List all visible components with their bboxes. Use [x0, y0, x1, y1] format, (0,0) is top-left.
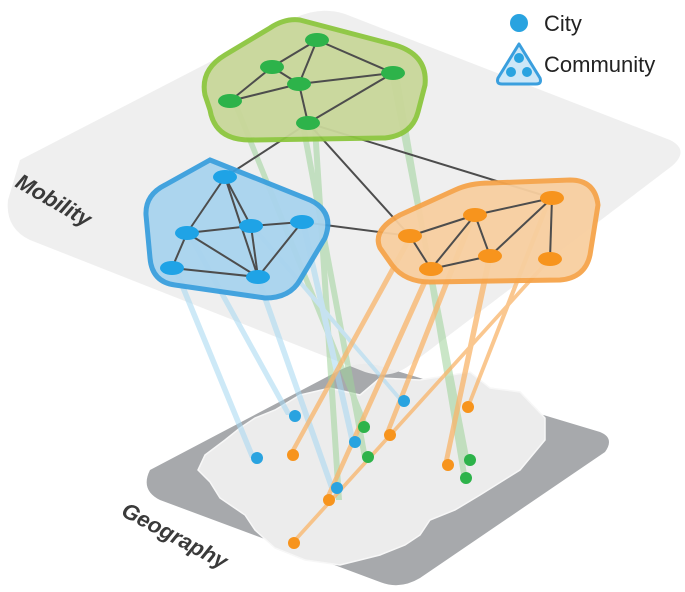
legend-community-icon [496, 42, 542, 86]
city-node [290, 215, 314, 229]
community-orange [375, 177, 601, 285]
city-node [463, 208, 487, 222]
map-dot-orange [384, 429, 396, 441]
city-node [296, 116, 320, 130]
community-blue-hull [143, 157, 331, 301]
city-node [478, 249, 502, 263]
map-dot-blue [289, 410, 301, 422]
city-node [398, 229, 422, 243]
map-dot-orange [442, 459, 454, 471]
map-dot-green [464, 454, 476, 466]
map-dot-blue [251, 452, 263, 464]
community-green-hull [201, 17, 428, 143]
city-node [175, 226, 199, 240]
legend-city-label: City [544, 11, 582, 36]
map-dot-orange [288, 537, 300, 549]
city-node [287, 77, 311, 91]
map-dot-orange [323, 494, 335, 506]
community-green-nodes [218, 33, 405, 130]
map-dot-blue [398, 395, 410, 407]
city-node [419, 262, 443, 276]
map-dot-green [358, 421, 370, 433]
community-green [201, 17, 428, 143]
beam-blue-4 [300, 222, 356, 443]
legend: City Community [496, 11, 655, 86]
community-blue-nodes [160, 170, 314, 284]
map-dot-orange [287, 449, 299, 461]
community-orange-nodes [398, 191, 564, 276]
legend-community-label: Community [544, 52, 655, 77]
map-dot-green [460, 472, 472, 484]
city-node [381, 66, 405, 80]
map-dot-green [362, 451, 374, 463]
map-dot-blue [349, 436, 361, 448]
beam-orange-6 [290, 258, 553, 543]
beam-blue-1 [172, 268, 256, 458]
map-dot-blue [331, 482, 343, 494]
city-node [160, 261, 184, 275]
beam-orange-4 [443, 255, 493, 465]
city-node [213, 170, 237, 184]
geography-plane: Geography [118, 363, 609, 586]
map-city-dots [251, 395, 476, 549]
community-blue [143, 157, 331, 301]
city-node [239, 219, 263, 233]
city-node [260, 60, 284, 74]
city-node [538, 252, 562, 266]
city-node [246, 270, 270, 284]
map-dot-orange [462, 401, 474, 413]
beam-blue-3 [255, 278, 335, 488]
city-node [218, 94, 242, 108]
city-node [540, 191, 564, 205]
city-node [305, 33, 329, 47]
legend-city-icon [510, 14, 528, 32]
beam-orange-1 [288, 236, 414, 455]
